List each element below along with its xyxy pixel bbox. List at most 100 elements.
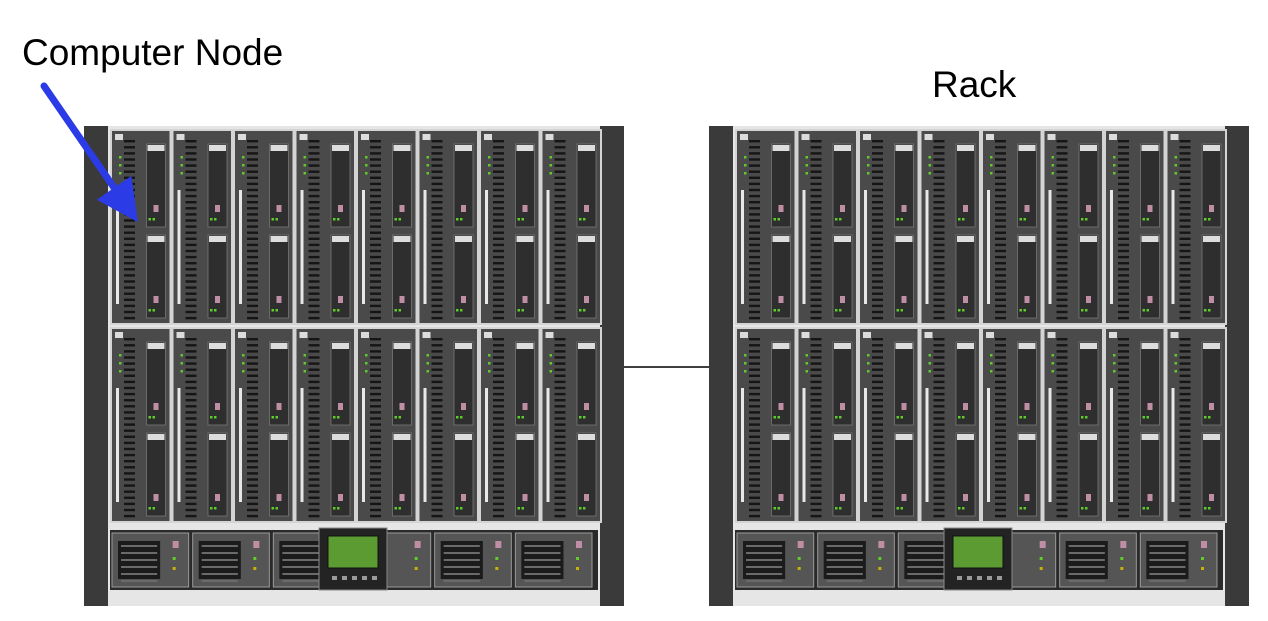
drive-led xyxy=(276,205,282,212)
blade-vent xyxy=(933,219,945,222)
lcd-button-icon xyxy=(372,576,377,580)
blade-vent xyxy=(308,362,320,365)
blade-vent xyxy=(185,411,197,414)
blade-vent xyxy=(124,356,135,359)
blade-vent xyxy=(185,310,197,314)
blade-vent xyxy=(308,386,320,390)
blade-vent xyxy=(1118,435,1129,438)
drive-bay xyxy=(269,143,289,228)
blade-vent xyxy=(554,286,566,289)
blade-vent xyxy=(554,441,566,445)
blade-vent xyxy=(1179,268,1191,271)
blade-vent xyxy=(933,164,945,167)
drive-led xyxy=(522,296,528,303)
blade-vent xyxy=(872,237,883,240)
blade-vent xyxy=(554,392,566,396)
blade-vent xyxy=(493,298,504,301)
blade-vent xyxy=(1179,213,1191,216)
blade-vent xyxy=(124,286,135,289)
blade-vent xyxy=(995,417,1006,420)
blade-status-led xyxy=(180,362,183,365)
blade-vent xyxy=(185,182,197,186)
drive-activity-led xyxy=(214,416,217,419)
drive-activity-led xyxy=(271,416,274,419)
blade-vent xyxy=(554,316,566,320)
blade-vent xyxy=(872,249,883,253)
blade-status-led xyxy=(426,156,429,159)
blade-vent xyxy=(995,304,1006,308)
blade-vent xyxy=(810,316,822,320)
blade-vent xyxy=(247,280,258,283)
blade-vent xyxy=(1179,362,1191,365)
blade-vent xyxy=(554,405,566,408)
blade-vent xyxy=(1056,146,1068,149)
blade-vent xyxy=(933,484,945,487)
blade-vent xyxy=(1118,380,1129,384)
blade-vent xyxy=(431,170,443,173)
blade-vent xyxy=(370,146,381,149)
drive-activity-led xyxy=(210,507,213,510)
blade-vent xyxy=(749,140,760,143)
blade-vent xyxy=(554,158,566,161)
blade-vent xyxy=(493,182,504,186)
blade-vent xyxy=(1179,188,1191,192)
blade-vent xyxy=(933,146,945,149)
blade-vent xyxy=(872,460,883,463)
blade-vent xyxy=(493,429,504,432)
blade-vent xyxy=(370,484,381,487)
blade-vent xyxy=(370,213,381,216)
blade-vent xyxy=(1056,392,1068,396)
drive-handle xyxy=(209,236,226,242)
psu-grille-slot xyxy=(524,580,561,582)
drive-activity-led xyxy=(1204,416,1207,419)
blade-vent xyxy=(370,280,381,283)
drive-activity-led xyxy=(1208,309,1211,312)
drive-bay xyxy=(146,432,166,517)
blade-vent xyxy=(308,453,320,457)
blade-vent xyxy=(872,453,883,457)
blade-vent xyxy=(1118,344,1129,347)
blade-vent xyxy=(1056,405,1068,408)
drive-activity-led xyxy=(152,507,155,510)
drive-activity-led xyxy=(1081,507,1084,510)
drive-handle xyxy=(895,236,913,242)
lcd-screen xyxy=(327,535,379,569)
blade-vent xyxy=(995,176,1006,179)
drive-bay xyxy=(1201,432,1222,517)
blade-vent xyxy=(124,298,135,301)
blade-vent xyxy=(493,447,504,451)
drive-handle xyxy=(834,343,851,349)
blade-vent xyxy=(370,292,381,295)
blade-vent xyxy=(749,268,760,271)
drive-activity-led xyxy=(1085,218,1088,221)
blade-vent xyxy=(872,152,883,155)
blade-vent xyxy=(308,292,320,295)
psu-status-led xyxy=(253,557,257,560)
blade-vent xyxy=(247,201,258,204)
blade-vent xyxy=(1118,280,1129,283)
blade-handle-tab xyxy=(176,134,185,140)
blade-vent xyxy=(308,280,320,283)
blade-vent xyxy=(933,194,945,198)
blade-status-led xyxy=(990,172,993,175)
blade-vent xyxy=(554,280,566,283)
blade-status-led xyxy=(488,362,491,365)
psu-grille-slot xyxy=(443,552,480,554)
blade-vent xyxy=(1056,188,1068,192)
drive-activity-led xyxy=(456,218,459,221)
blade-vent xyxy=(933,140,945,143)
blade-vent xyxy=(370,219,381,222)
blade-vent xyxy=(185,350,197,353)
drive-led xyxy=(338,494,343,501)
blade-vent xyxy=(308,423,320,426)
blade-vent xyxy=(185,502,197,506)
drive-activity-led xyxy=(214,507,217,510)
blade-vent xyxy=(370,298,381,301)
blade-vent xyxy=(1056,514,1068,518)
blade-handle-tab xyxy=(238,134,246,140)
blade-vent xyxy=(1056,207,1068,210)
blade-vent xyxy=(431,176,443,179)
blade-status-led xyxy=(805,370,808,373)
blade-vent xyxy=(1179,466,1191,469)
blade-vent xyxy=(124,213,135,216)
